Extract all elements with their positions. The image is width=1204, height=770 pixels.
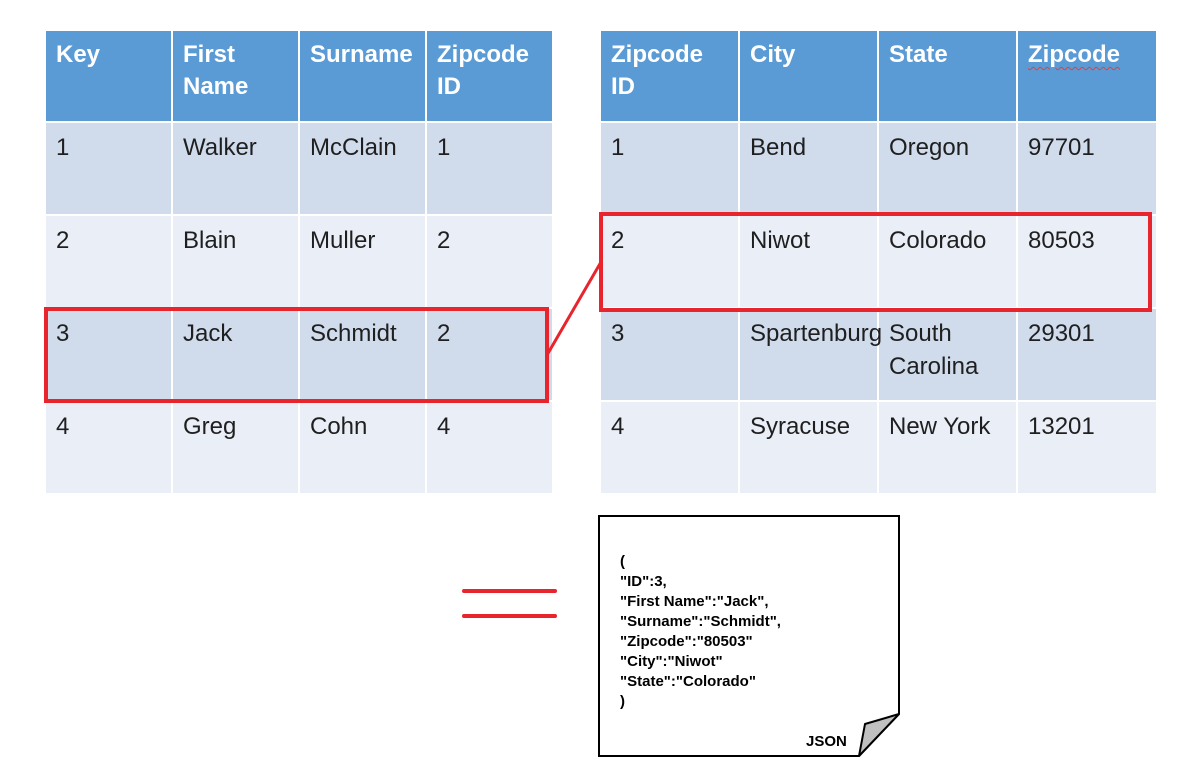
json-document-text: ( "ID":3, "First Name":"Jack", "Surname"… — [620, 552, 781, 712]
json-line: ( — [620, 553, 625, 570]
people-table-header-row: Key First Name Surname Zipcode ID — [46, 31, 552, 121]
table-cell: South Carolina — [879, 309, 1016, 400]
json-line: "First Name":"Jack", — [620, 593, 769, 610]
table-row: 3 Spartenburg South Carolina 29301 — [601, 309, 1156, 400]
json-document-label: JSON — [806, 733, 847, 750]
table-row: 3 Jack Schmidt 2 — [46, 309, 552, 400]
table-cell: McClain — [300, 123, 425, 214]
table-cell: New York — [879, 402, 1016, 493]
json-document-icon — [598, 515, 900, 757]
table-cell: 3 — [46, 309, 171, 400]
table-cell: 97701 — [1018, 123, 1156, 214]
json-line: "State":"Colorado" — [620, 673, 756, 690]
zipcode-header-label: Zipcode — [1028, 41, 1121, 68]
people-header-zipcode-id: Zipcode ID — [427, 31, 552, 121]
table-cell: 4 — [46, 402, 171, 493]
table-row: 4 Syracuse New York 13201 — [601, 402, 1156, 493]
table-cell: Schmidt — [300, 309, 425, 400]
table-cell: 2 — [601, 216, 738, 307]
json-line: ) — [620, 693, 625, 710]
table-cell: 29301 — [1018, 309, 1156, 400]
json-line: "ID":3, — [620, 573, 667, 590]
table-cell: 2 — [46, 216, 171, 307]
zipcode-table-header-row: Zipcode ID City State Zipcode — [601, 31, 1156, 121]
json-line: "Zipcode":"80503" — [620, 633, 753, 650]
table-cell: Blain — [173, 216, 298, 307]
json-line: "City":"Niwot" — [620, 653, 723, 670]
table-row: 1 Bend Oregon 97701 — [601, 123, 1156, 214]
zipcode-header-zipcode: Zipcode — [1018, 31, 1156, 121]
table-cell: 80503 — [1018, 216, 1156, 307]
table-cell: 1 — [601, 123, 738, 214]
table-cell: Spartenburg — [740, 309, 882, 400]
table-cell: Muller — [300, 216, 425, 307]
table-cell: Oregon — [879, 123, 1016, 214]
json-line: "Surname":"Schmidt", — [620, 613, 781, 630]
people-header-key: Key — [46, 31, 171, 121]
people-header-first-name: First Name — [173, 31, 298, 121]
table-cell: Bend — [740, 123, 877, 214]
table-cell: Walker — [173, 123, 298, 214]
zipcode-header-city: City — [740, 31, 877, 121]
zipcode-header-zipcode-id: Zipcode ID — [601, 31, 738, 121]
table-row: 2 Niwot Colorado 80503 — [601, 216, 1156, 307]
table-row: 4 Greg Cohn 4 — [46, 402, 552, 493]
table-cell: 3 — [601, 309, 738, 400]
equals-bar-top — [462, 589, 557, 593]
table-row: 1 Walker McClain 1 — [46, 123, 552, 214]
table-cell: 1 — [46, 123, 171, 214]
zipcode-table: Zipcode ID City State Zipcode 1 Bend Ore… — [599, 29, 1158, 495]
table-cell: Jack — [173, 309, 298, 400]
table-cell: Cohn — [300, 402, 425, 493]
table-cell: Syracuse — [740, 402, 877, 493]
table-cell: Niwot — [740, 216, 877, 307]
table-cell: 2 — [427, 309, 552, 400]
table-row: 2 Blain Muller 2 — [46, 216, 552, 307]
table-cell: 4 — [427, 402, 552, 493]
equals-bar-bottom — [462, 614, 557, 618]
table-cell: 2 — [427, 216, 552, 307]
table-cell: Colorado — [879, 216, 1016, 307]
table-cell: 4 — [601, 402, 738, 493]
table-cell: 1 — [427, 123, 552, 214]
people-table: Key First Name Surname Zipcode ID 1 Walk… — [44, 29, 554, 495]
zipcode-header-state: State — [879, 31, 1016, 121]
table-cell: Greg — [173, 402, 298, 493]
people-header-surname: Surname — [300, 31, 425, 121]
table-cell: 13201 — [1018, 402, 1156, 493]
